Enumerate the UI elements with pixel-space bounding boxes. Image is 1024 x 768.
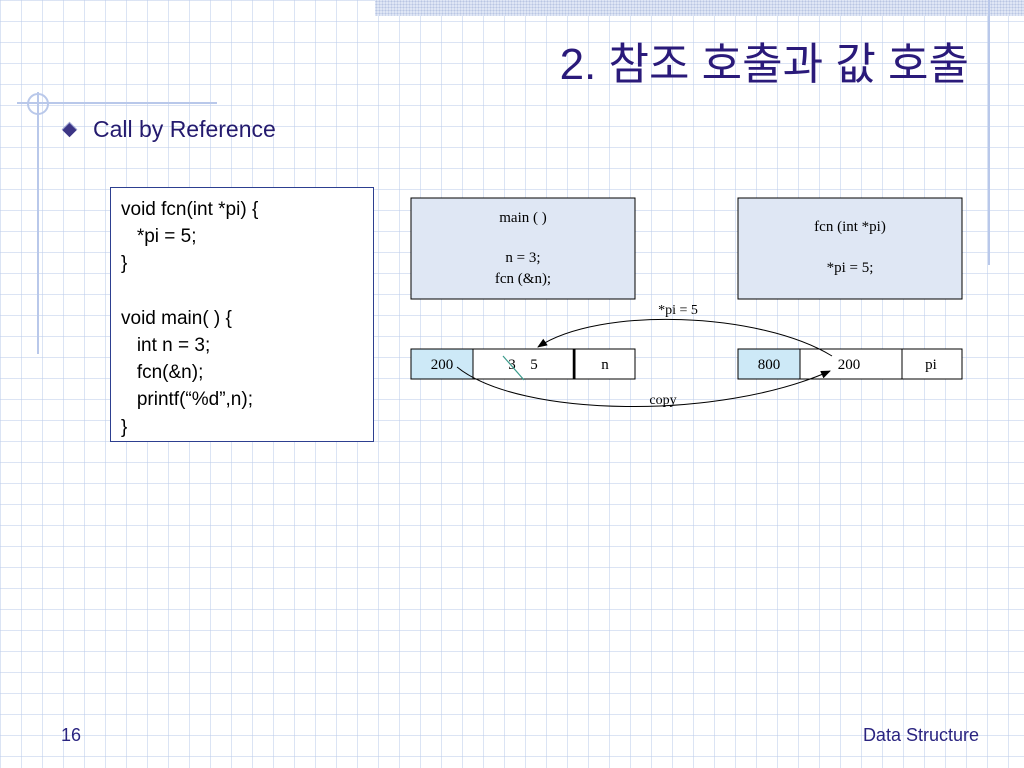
right-decoration-line: [988, 0, 990, 265]
fcn-value-cell: [799, 348, 903, 380]
code-line: void fcn(int *pi) {: [121, 199, 259, 220]
main-frame-box: [410, 197, 636, 300]
fcn-box-line1: fcn (int *pi): [814, 219, 886, 235]
fcn-name-text: pi: [925, 357, 937, 373]
copy-arrow: [456, 366, 831, 408]
left-decoration-vline: [37, 92, 39, 354]
main-address-text: 200: [431, 357, 454, 373]
copy-arrow-label: copy: [649, 393, 676, 408]
code-line: int n = 3;: [121, 334, 211, 356]
main-name-cell: [574, 348, 636, 380]
assign-arrow: [537, 318, 833, 357]
main-new-value-text: 5: [530, 357, 538, 373]
code-line: printf(“%d”,n);: [121, 389, 253, 411]
main-box-line1: main ( ): [499, 210, 546, 226]
strikethrough-mark: [502, 355, 525, 381]
fcn-address-cell: [737, 348, 801, 380]
left-decoration-hline: [17, 102, 217, 104]
fcn-name-cell: [901, 348, 963, 380]
main-box-line3: fcn (&n);: [495, 271, 551, 287]
code-box: void fcn(int *pi) { *pi = 5; } void main…: [110, 187, 374, 442]
crosshair-decoration: [27, 93, 49, 115]
page-number: 16: [61, 725, 82, 745]
code-line: void main( ) {: [121, 307, 232, 329]
fcn-value-text: 200: [838, 357, 861, 373]
main-value-cell: [472, 348, 576, 380]
assign-arrow-label: *pi = 5: [658, 303, 698, 318]
code-line: *pi = 5;: [121, 226, 197, 248]
top-decoration-band: [375, 0, 1024, 16]
fcn-address-text: 800: [758, 357, 781, 373]
code-line: fcn(&n);: [121, 362, 204, 384]
main-name-text: n: [601, 357, 609, 373]
main-box-line2: n = 3;: [505, 250, 540, 266]
footer-label: Data Structure: [862, 725, 979, 745]
bullet-item: Call by Reference: [61, 116, 276, 143]
code-line: }: [121, 416, 128, 438]
code-line: }: [121, 253, 128, 275]
slide-title: 2. 참조 호출과 값 호출: [559, 40, 969, 89]
bullet-text: Call by Reference: [93, 116, 276, 142]
fcn-frame-box: [737, 197, 963, 300]
fcn-box-line2: *pi = 5;: [827, 260, 874, 276]
main-old-value-text: 3: [508, 357, 516, 373]
